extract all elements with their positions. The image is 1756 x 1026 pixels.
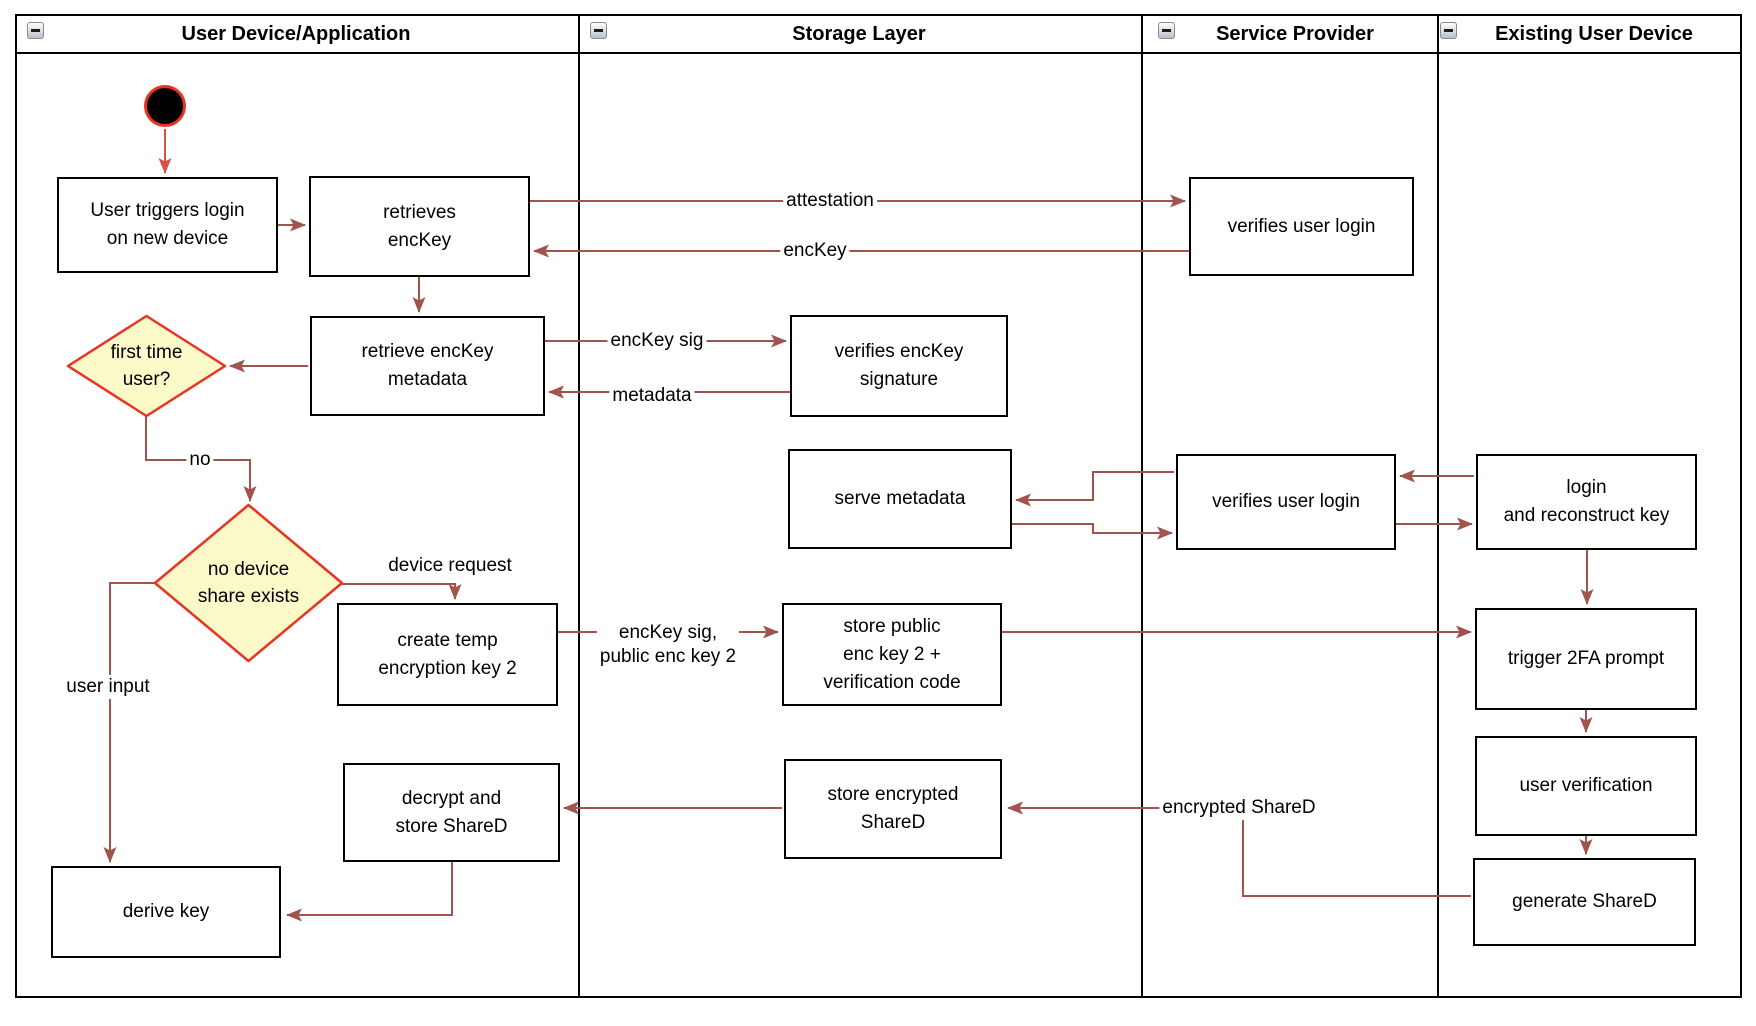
lane-title-2: Storage Layer xyxy=(792,23,926,45)
lane-separator xyxy=(1437,14,1439,998)
decision-first-time-user xyxy=(66,314,227,418)
edge-serve-metadata-to-verifies2 xyxy=(1012,523,1173,540)
edge-verifies2-to-serve-metadata xyxy=(1015,471,1174,507)
lane-title-4: Existing User Device xyxy=(1495,23,1693,45)
lane-separator xyxy=(578,14,580,998)
edge-device-request xyxy=(342,583,462,600)
collapse-minus-icon[interactable] xyxy=(1440,22,1457,39)
edge-encrypted-shared xyxy=(1007,801,1471,897)
edge-user-input xyxy=(103,582,155,863)
lane-title-3: Service Provider xyxy=(1216,23,1374,45)
lane-title-1: User Device/Application xyxy=(181,23,411,45)
collapse-minus-icon[interactable] xyxy=(1158,22,1175,39)
collapse-minus-icon[interactable] xyxy=(590,22,607,39)
lane-header-divider xyxy=(15,52,1742,54)
edge-no-branch xyxy=(145,416,257,502)
collapse-minus-icon[interactable] xyxy=(27,22,44,39)
lane-separator xyxy=(1141,14,1143,998)
decision-no-device-share-exists xyxy=(153,503,344,663)
edge-decrypt-to-derive xyxy=(286,862,453,922)
